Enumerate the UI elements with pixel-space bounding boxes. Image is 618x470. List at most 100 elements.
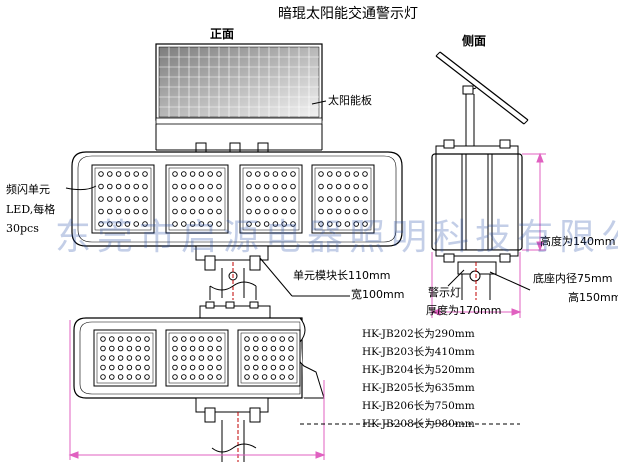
led-dot: [198, 364, 205, 371]
led-dot: [100, 364, 106, 371]
upper-light-housing: [71, 151, 403, 247]
led-dot: [198, 208, 205, 215]
led-dot: [290, 196, 296, 202]
led-dot: [261, 364, 268, 371]
led-dot: [281, 183, 287, 190]
led-dot: [290, 208, 296, 215]
led-dot: [142, 208, 148, 215]
led-dot: [335, 196, 342, 202]
led-dot: [362, 183, 368, 190]
led-dot: [290, 171, 296, 177]
led-dot: [318, 221, 324, 227]
led-dot: [109, 374, 115, 380]
led-dot: [279, 364, 285, 371]
led-dot: [198, 183, 205, 190]
led-dot: [279, 345, 285, 352]
led-dot: [353, 196, 359, 202]
led-dot: [253, 336, 259, 342]
led-dot: [181, 183, 187, 190]
led-dot: [263, 171, 270, 177]
led-dot: [207, 374, 213, 380]
led-dot: [133, 183, 139, 190]
led-dot: [144, 345, 150, 352]
led-dot: [207, 196, 213, 202]
led-dot: [133, 221, 139, 227]
led-dot: [107, 208, 113, 215]
led-dot: [181, 208, 187, 215]
led-dot: [135, 364, 141, 371]
front-view-label: 正面: [210, 27, 235, 41]
top-bolts: [156, 142, 322, 153]
led-dot: [115, 196, 122, 202]
led-dot: [353, 183, 359, 190]
led-dot: [117, 374, 124, 380]
led-dot: [133, 171, 139, 177]
led-dot: [124, 196, 131, 202]
led-dot: [107, 183, 113, 190]
led-dot: [117, 345, 124, 352]
base-diameter-label: 底座内径75mm: [533, 272, 613, 285]
led-dot: [327, 208, 333, 215]
led-dot: [181, 221, 187, 227]
side-view-label: 侧面: [462, 34, 487, 48]
led-dot: [98, 221, 104, 227]
model-spec: HK-JB206长为750mm: [362, 400, 475, 412]
thickness-label: 厚度为170mm: [426, 304, 502, 317]
led-dot: [172, 355, 178, 361]
base-height-label: 高150mm: [568, 291, 618, 304]
solar-panel-label: 太阳能板: [328, 94, 372, 107]
led-dot: [189, 171, 196, 177]
led-dot: [335, 221, 342, 227]
led-dot: [109, 355, 115, 361]
led-dot: [124, 183, 131, 190]
led-dot: [207, 355, 213, 361]
length-dimension: [68, 320, 326, 460]
led-dot: [290, 183, 296, 190]
model-spec: HK-JB203长为410mm: [362, 346, 475, 358]
model-spec: HK-JB204长为520mm: [362, 364, 475, 376]
led-dot: [318, 196, 324, 202]
led-dot: [281, 221, 287, 227]
led-dot: [98, 196, 104, 202]
led-dot: [335, 171, 342, 177]
height-dimension: [522, 152, 546, 252]
led-dot: [335, 183, 342, 190]
led-dot: [142, 196, 148, 202]
led-dot: [207, 183, 213, 190]
led-dot: [198, 196, 205, 202]
led-dot: [279, 374, 285, 380]
led-dot: [253, 345, 259, 352]
led-dot: [124, 221, 131, 227]
led-module: [91, 164, 155, 234]
led-note-line3: 30pcs: [6, 222, 39, 235]
led-module: [311, 164, 375, 234]
led-dot: [244, 364, 250, 371]
led-dot: [288, 374, 294, 380]
led-dot: [255, 196, 261, 202]
front-view: [68, 43, 520, 462]
led-dot: [253, 374, 259, 380]
led-dot: [117, 336, 124, 342]
led-note-line1: 频闪单元: [6, 183, 50, 196]
led-dot: [344, 221, 351, 227]
led-dot: [98, 171, 104, 177]
led-dot: [198, 345, 205, 352]
led-dot: [261, 336, 268, 342]
led-dot: [216, 208, 222, 215]
led-dot: [327, 196, 333, 202]
led-dot: [142, 221, 148, 227]
led-dot: [98, 208, 104, 215]
led-dot: [207, 364, 213, 371]
led-dot: [172, 336, 178, 342]
lower-mount: [195, 397, 269, 462]
led-dot: [172, 208, 178, 215]
led-dot: [318, 183, 324, 190]
model-spec: HK-JB205长为635mm: [362, 382, 475, 394]
led-dot: [207, 336, 213, 342]
led-dot: [288, 364, 294, 371]
led-dot: [272, 208, 279, 215]
led-dot: [327, 183, 333, 190]
led-dot: [198, 171, 205, 177]
led-dot: [133, 196, 139, 202]
